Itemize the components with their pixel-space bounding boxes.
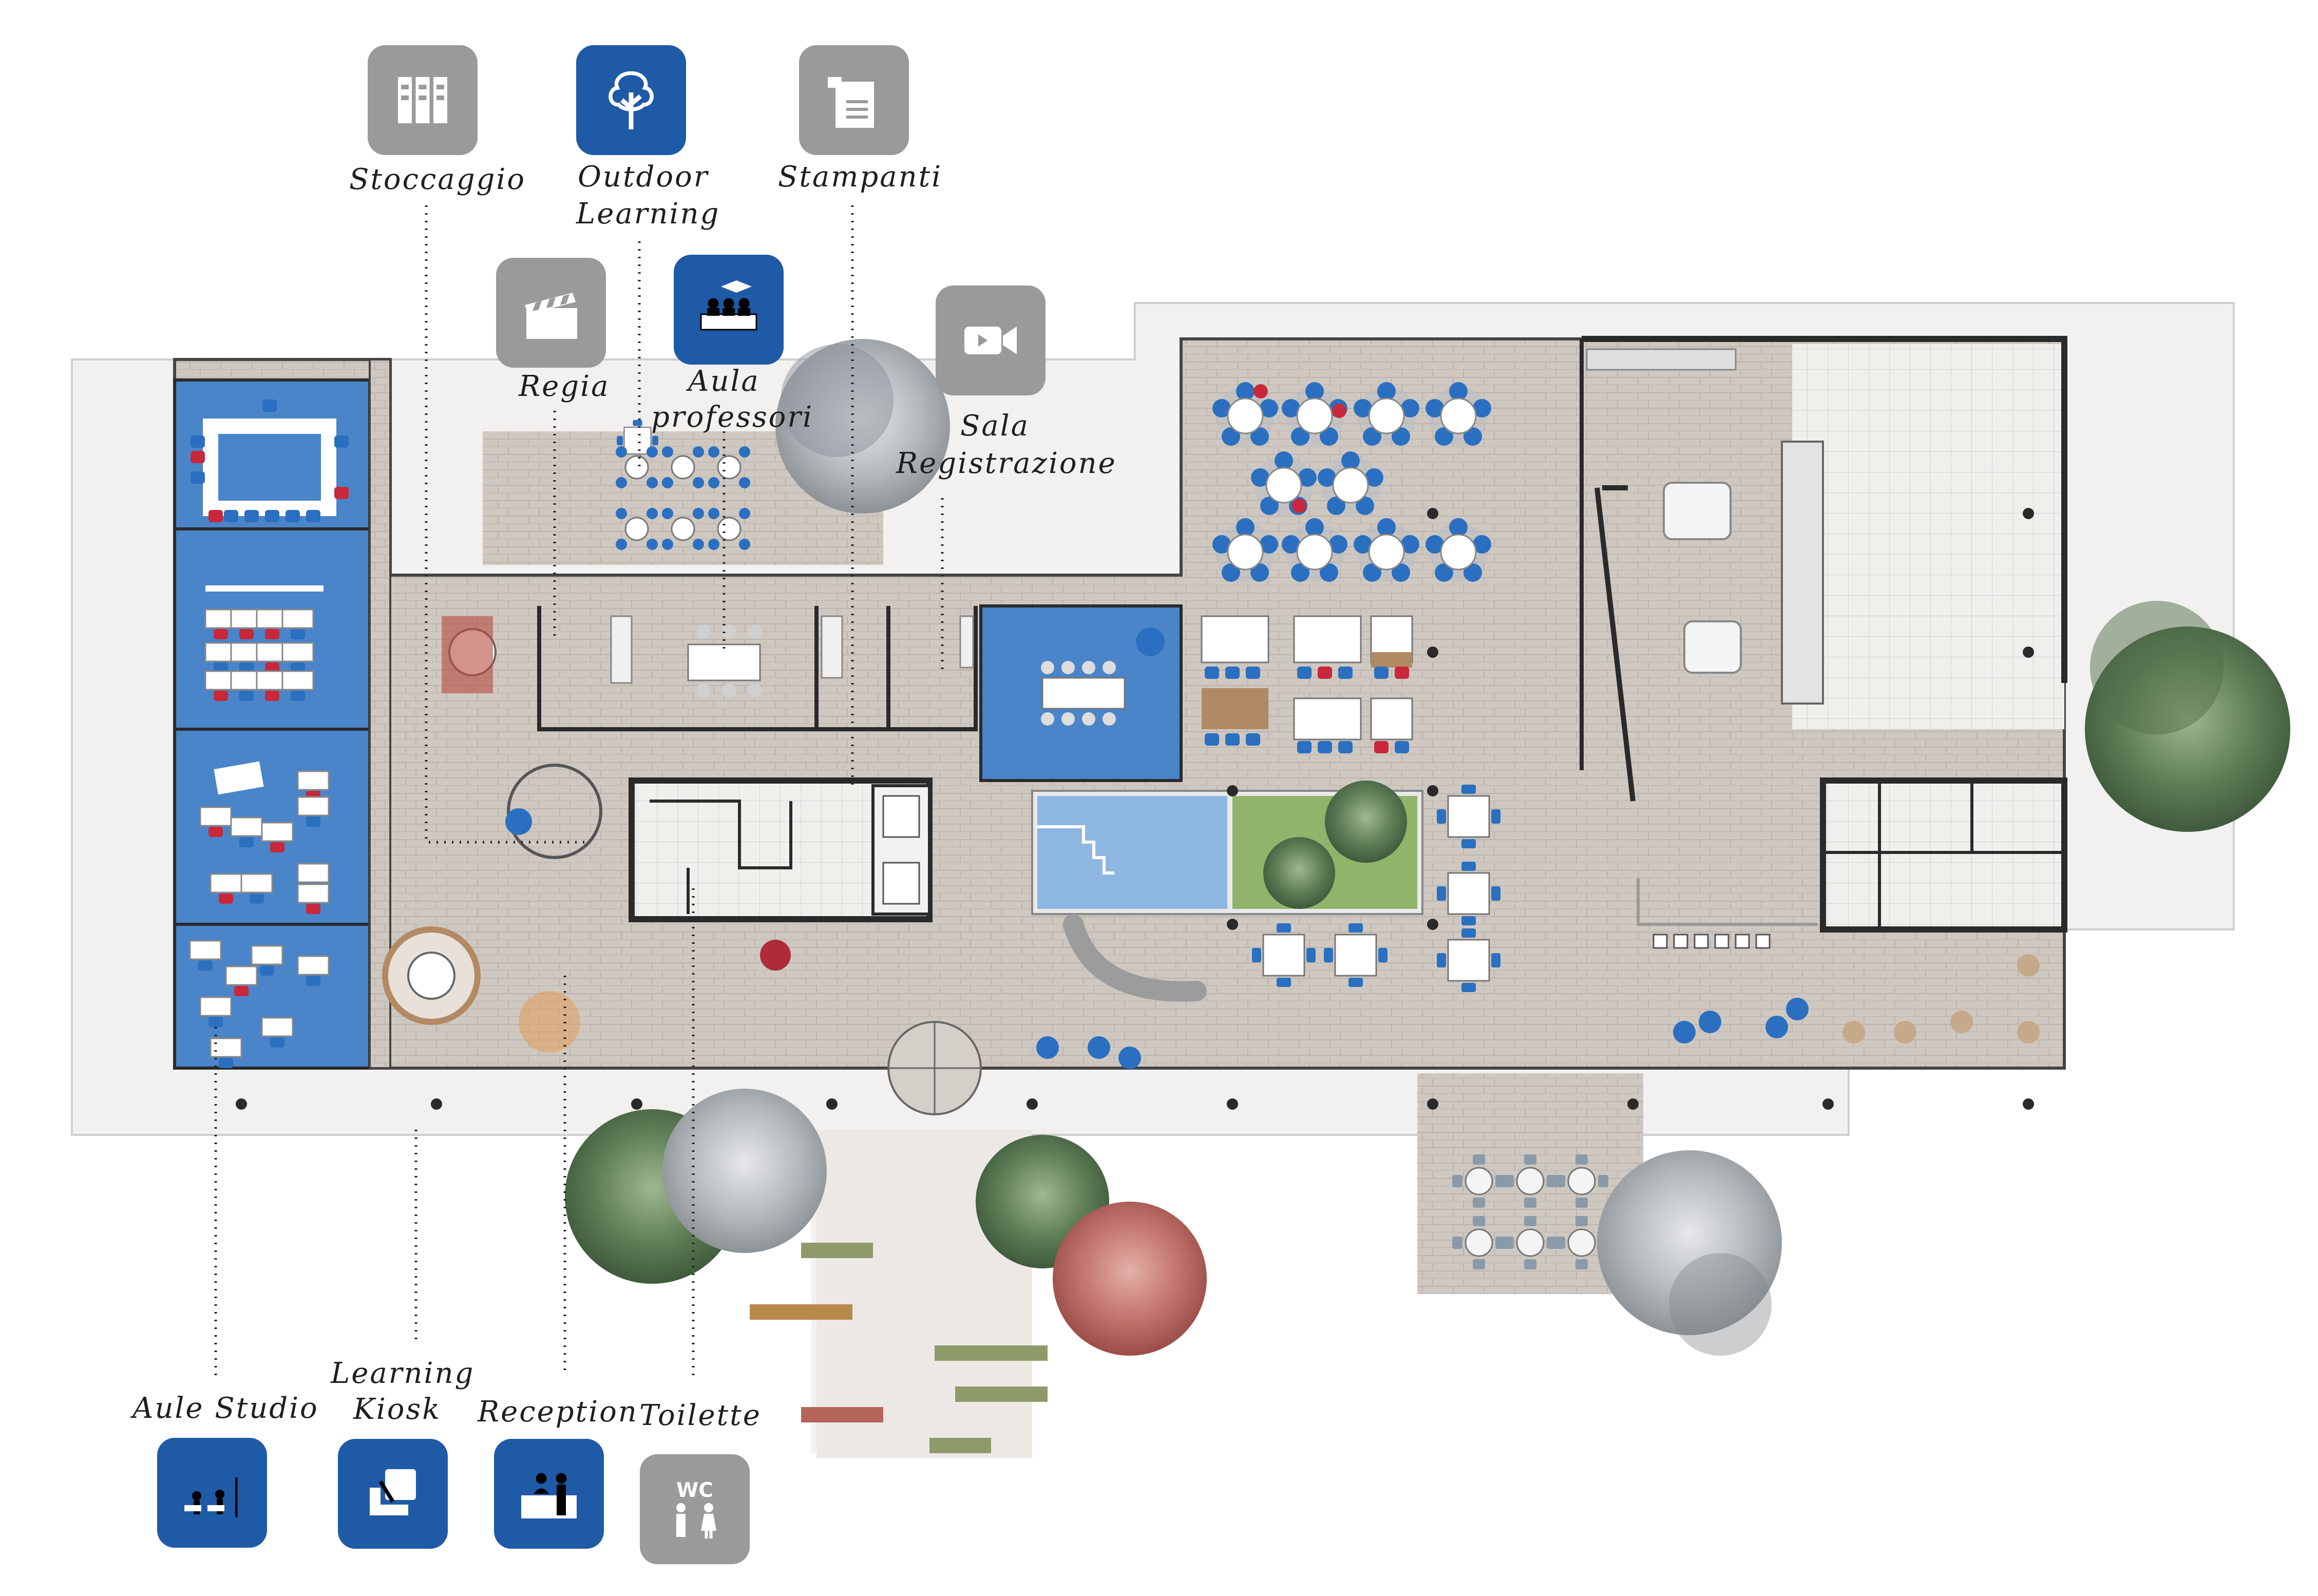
- tree-icon: [576, 45, 686, 155]
- label-learning-kiosk-1: Learning: [331, 1357, 475, 1390]
- reception-desk-icon: [494, 1439, 604, 1549]
- video-camera-icon: [936, 286, 1046, 395]
- classroom-desks-icon: [157, 1438, 267, 1548]
- label-aula-professori-1: Aula: [688, 365, 760, 398]
- label-aule-studio: Aule Studio: [132, 1392, 319, 1425]
- label-learning-kiosk-2: Kiosk: [353, 1393, 442, 1426]
- teachers-meeting-icon: [674, 255, 784, 365]
- label-aula-professori-2: professori: [651, 401, 814, 434]
- kiosk-chair-icon: [338, 1439, 448, 1549]
- wc-icon: WC: [640, 1454, 750, 1564]
- label-sala-registrazione-2: Registrazione: [896, 447, 1117, 480]
- label-reception: Reception: [478, 1395, 638, 1429]
- label-stampanti: Stampanti: [778, 160, 943, 194]
- printer-icon: [799, 45, 909, 155]
- label-stoccaggio: Stoccaggio: [349, 163, 526, 196]
- label-outdoor-learning-2: Learning: [576, 197, 720, 231]
- label-sala-registrazione-1: Sala: [960, 409, 1030, 443]
- label-regia: Regia: [519, 370, 610, 403]
- label-toilette: Toilette: [639, 1399, 762, 1432]
- wc-text: WC: [676, 1479, 713, 1502]
- storage-binders-icon: [368, 45, 478, 155]
- clapperboard-icon: [496, 258, 606, 368]
- label-outdoor-learning-1: Outdoor: [578, 160, 709, 194]
